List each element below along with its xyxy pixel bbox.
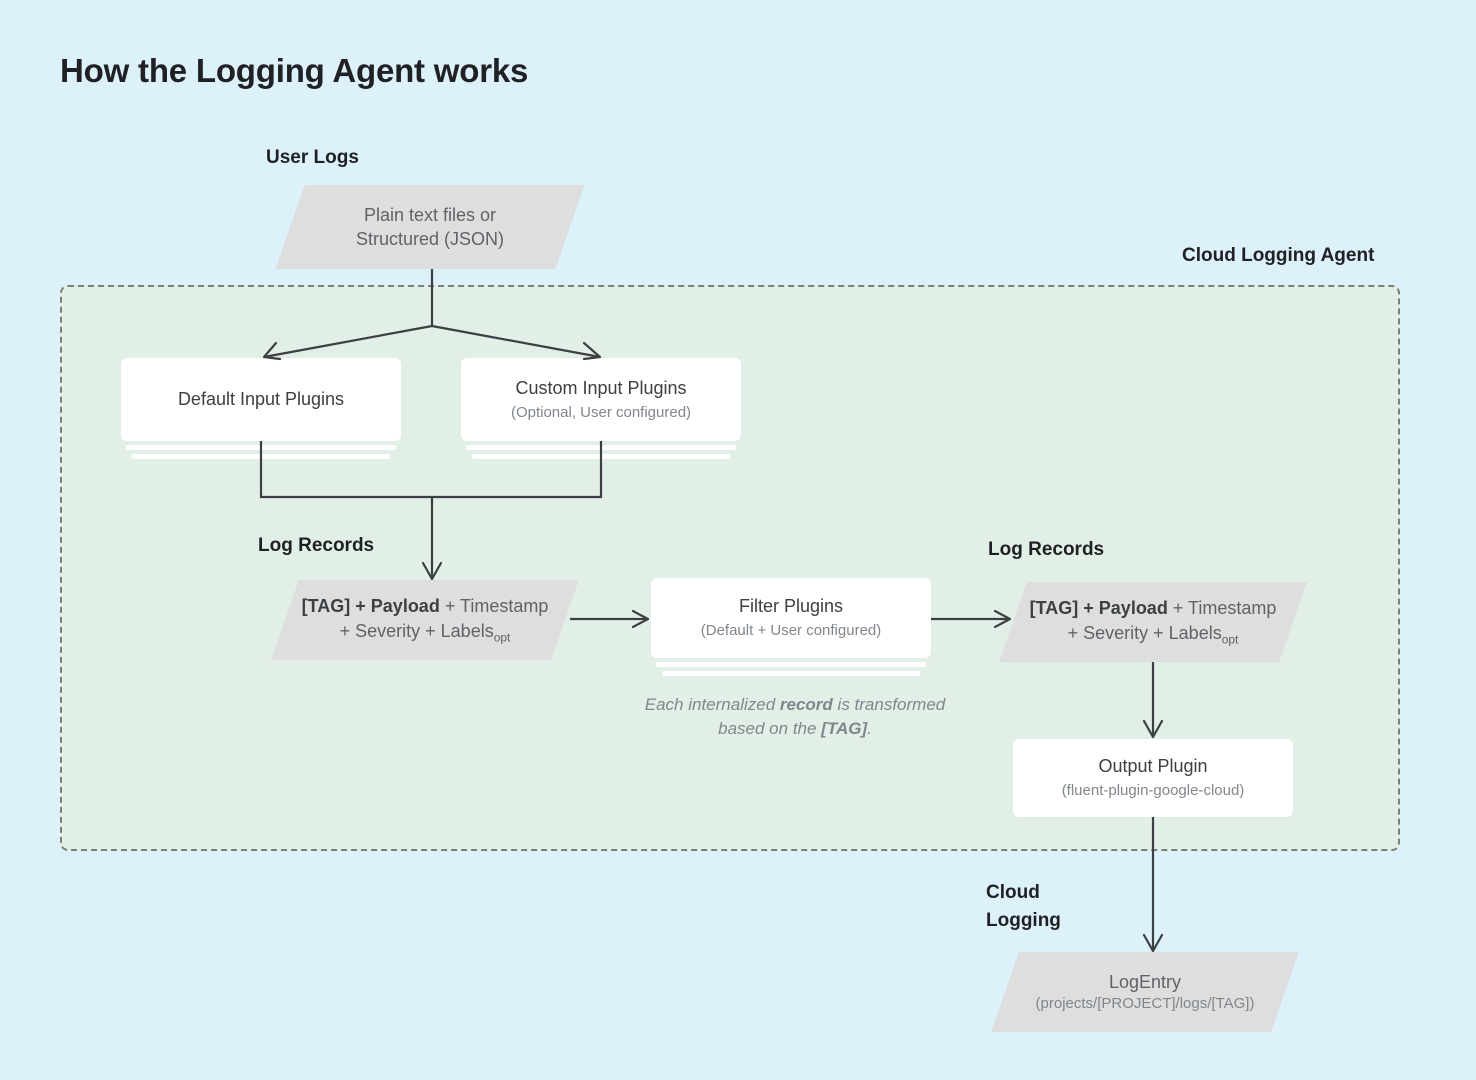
node-log-record-right-line1: [TAG] + Payload + Timestamp [1023, 596, 1283, 620]
stack-sheet-1 [656, 662, 926, 667]
note-transform-part3: . [867, 718, 872, 738]
node-log-record-right-subscript: opt [1221, 632, 1239, 647]
node-output-plugin[interactable]: Output Plugin (fluent-plugin-google-clou… [1013, 739, 1293, 817]
node-default-input-plugins-title: Default Input Plugins [177, 388, 345, 409]
node-log-record-left-rest: + Timestamp [439, 596, 549, 617]
stack-sheet-1 [126, 445, 396, 450]
node-log-record-right-bold: [TAG] + Payload [1029, 598, 1168, 619]
node-custom-input-plugins-title: Custom Input Plugins [515, 377, 687, 398]
label-cloud-logging: Cloud Logging [986, 882, 1061, 931]
label-cloud-logging-agent: Cloud Logging Agent [1182, 245, 1375, 266]
node-log-record-right-line2-text: + Severity + Labels [1067, 622, 1222, 643]
note-transform-part2: is transformed based on the [718, 695, 946, 738]
node-log-record-right-line2: + Severity + Labelsopt [1023, 621, 1283, 648]
note-transform: Each internalized record is transformed … [625, 693, 965, 741]
node-log-record-right: [TAG] + Payload + Timestamp + Severity +… [999, 582, 1307, 662]
node-output-plugin-subtitle: (fluent-plugin-google-cloud) [1061, 782, 1245, 800]
node-log-entry: LogEntry (projects/[PROJECT]/logs/[TAG]) [991, 952, 1299, 1032]
node-default-input-plugins[interactable]: Default Input Plugins [121, 358, 401, 459]
stack-sheet-1 [466, 445, 736, 450]
node-output-plugin-card[interactable]: Output Plugin (fluent-plugin-google-clou… [1013, 739, 1293, 817]
node-filter-plugins-card[interactable]: Filter Plugins (Default + User configure… [651, 578, 931, 658]
arrowhead-logentry [1142, 933, 1164, 953]
stack-sheet-2 [472, 454, 730, 459]
label-user-logs: User Logs [266, 147, 359, 168]
note-transform-bold-tag: [TAG] [821, 718, 868, 738]
node-custom-input-plugins-subtitle: (Optional, User configured) [510, 403, 692, 421]
node-user-logs-source: Plain text files or Structured (JSON) [275, 185, 585, 269]
node-log-record-right-rest: + Timestamp [1167, 598, 1277, 619]
node-user-logs-source-line1: Plain text files or [363, 204, 497, 225]
node-filter-plugins-subtitle: (Default + User configured) [700, 622, 882, 640]
node-log-record-left-line1: [TAG] + Payload + Timestamp [295, 594, 555, 618]
node-custom-input-plugins-card[interactable]: Custom Input Plugins (Optional, User con… [461, 358, 741, 441]
node-log-record-left-text: [TAG] + Payload + Timestamp + Severity +… [285, 594, 565, 645]
node-default-input-plugins-card[interactable]: Default Input Plugins [121, 358, 401, 441]
node-output-plugin-title: Output Plugin [1098, 756, 1208, 777]
node-log-record-left-line2: + Severity + Labelsopt [295, 619, 555, 646]
node-user-logs-source-text: Plain text files or Structured (JSON) [290, 203, 570, 252]
label-log-records-left: Log Records [258, 535, 375, 556]
label-log-records-right: Log Records [988, 539, 1105, 560]
note-transform-part1: Each internalized [644, 695, 780, 714]
note-transform-bold-record: record [779, 695, 833, 714]
node-user-logs-source-line2: Structured (JSON) [355, 229, 505, 249]
node-log-record-left: [TAG] + Payload + Timestamp + Severity +… [271, 580, 579, 660]
page-title: How the Logging Agent works [60, 52, 529, 89]
node-filter-plugins-title: Filter Plugins [738, 596, 844, 617]
node-log-entry-title: LogEntry [1108, 971, 1182, 992]
node-log-record-left-subscript: opt [493, 630, 511, 645]
stack-sheet-2 [132, 454, 390, 459]
node-log-record-left-bold: [TAG] + Payload [301, 596, 440, 617]
node-log-entry-subtitle: (projects/[PROJECT]/logs/[TAG]) [1035, 995, 1255, 1013]
node-filter-plugins[interactable]: Filter Plugins (Default + User configure… [651, 578, 931, 676]
node-log-entry-text: LogEntry (projects/[PROJECT]/logs/[TAG]) [1005, 970, 1285, 1015]
stack-sheet-2 [662, 671, 920, 676]
node-log-record-left-line2-text: + Severity + Labels [339, 620, 494, 641]
node-log-record-right-text: [TAG] + Payload + Timestamp + Severity +… [1013, 596, 1293, 647]
node-custom-input-plugins[interactable]: Custom Input Plugins (Optional, User con… [461, 358, 741, 459]
